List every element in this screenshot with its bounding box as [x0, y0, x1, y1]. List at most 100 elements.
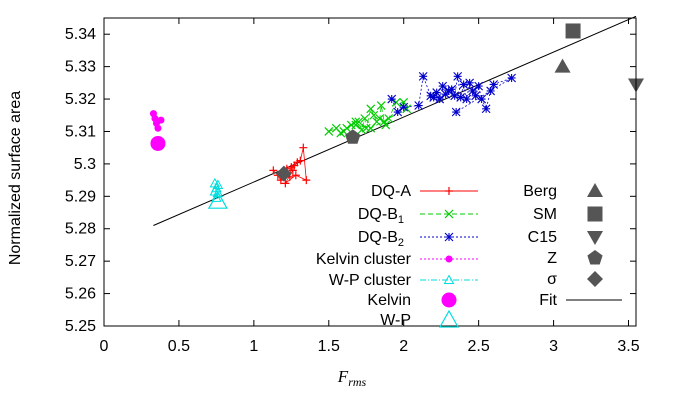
- data-point: [299, 143, 308, 152]
- legend-label: Kelvin: [367, 292, 411, 309]
- series-9: [565, 23, 581, 39]
- x-tick-label: 1: [249, 338, 258, 355]
- data-point: [418, 71, 428, 81]
- data-point: [376, 101, 386, 110]
- data-point: [474, 81, 484, 91]
- data-point: [288, 166, 297, 175]
- x-tick-label: 2.5: [468, 338, 490, 355]
- legend-marker: [445, 255, 453, 263]
- series-5: [209, 177, 224, 202]
- legend-label: Kelvin cluster: [316, 251, 412, 268]
- series-8: [554, 58, 571, 73]
- series-3: [387, 71, 517, 117]
- data-point: [489, 80, 499, 89]
- legend-label-subscript: 2: [398, 237, 404, 249]
- legend-label: DQ-A: [371, 183, 411, 200]
- data-point: [366, 123, 376, 133]
- y-tick-label: 5.27: [65, 253, 96, 270]
- x-tick-label: 2: [399, 338, 408, 355]
- series-line: [391, 74, 512, 113]
- series-6: [150, 135, 166, 151]
- legend-marker: [444, 232, 454, 242]
- data-point: [366, 104, 376, 114]
- data-point: [391, 97, 401, 107]
- data-point: [468, 86, 478, 96]
- fit-line: [153, 15, 637, 226]
- series-12: [275, 165, 292, 182]
- y-tick-label: 5.34: [65, 26, 96, 43]
- fit-line-layer: [153, 15, 637, 226]
- series-layer: [149, 23, 644, 209]
- legend-marker: [438, 309, 460, 328]
- data-point: [342, 123, 352, 133]
- legend-label: SM: [533, 206, 557, 223]
- data-point: [477, 94, 487, 104]
- x-axis-title: Frms: [337, 367, 367, 389]
- data-point: [212, 179, 224, 189]
- legend-label: Fit: [539, 292, 557, 309]
- data-point: [435, 94, 445, 104]
- series-line: [328, 101, 408, 134]
- data-point: [453, 71, 463, 81]
- data-point: [393, 107, 403, 117]
- data-point: [456, 93, 466, 102]
- legend-marker: [441, 292, 457, 308]
- data-point: [211, 192, 222, 202]
- data-point: [444, 86, 454, 96]
- series-4: [149, 110, 165, 132]
- data-point: [381, 120, 391, 130]
- x-axis-title-main: F: [337, 367, 349, 386]
- legend-marker: [587, 183, 603, 197]
- data-point: [554, 58, 571, 73]
- y-tick-label: 5.31: [65, 123, 96, 140]
- y-tick-label: 5.26: [65, 286, 96, 303]
- legend-label: DQ-B2: [358, 229, 404, 249]
- data-point: [429, 93, 439, 102]
- data-point: [209, 185, 221, 196]
- legend-label-subscript: 1: [398, 214, 404, 226]
- y-tick-label: 5.29: [65, 188, 96, 205]
- legend-label: C15: [528, 229, 557, 246]
- x-tick-label: 0.5: [168, 338, 190, 355]
- y-axis-title: Normalized surface area: [7, 91, 24, 265]
- data-point: [369, 110, 379, 120]
- data-point: [432, 88, 442, 97]
- legend-marker: [445, 187, 453, 195]
- series-7: [207, 190, 228, 209]
- data-point: [154, 124, 162, 132]
- data-point: [486, 86, 496, 96]
- x-tick-label: 0: [100, 338, 109, 355]
- legend-marker: [444, 209, 454, 219]
- data-point: [565, 23, 581, 39]
- data-point: [462, 94, 472, 104]
- legend-label: W-P: [380, 312, 411, 329]
- y-tick-label: 5.32: [65, 91, 96, 108]
- data-point: [447, 84, 457, 94]
- legend-marker: [587, 271, 603, 287]
- x-tick-label: 3.5: [617, 338, 639, 355]
- data-point: [507, 73, 517, 83]
- data-point: [291, 171, 300, 180]
- y-tick-label: 5.33: [65, 59, 96, 76]
- x-tick-label: 1.5: [318, 338, 340, 355]
- data-point: [351, 117, 361, 127]
- x-axis-title-sub: rms: [348, 375, 366, 389]
- y-tick-labels: 5.255.265.275.285.295.35.315.325.335.34: [65, 26, 96, 335]
- data-point: [360, 114, 370, 123]
- data-point: [426, 91, 436, 101]
- data-point: [459, 80, 469, 89]
- legend-marker: [587, 206, 603, 222]
- legend-marker: [587, 250, 603, 265]
- data-point: [450, 91, 460, 101]
- y-tick-label: 5.25: [65, 318, 96, 335]
- data-point: [275, 165, 292, 182]
- data-point: [207, 190, 228, 209]
- data-point: [465, 78, 475, 88]
- data-point: [296, 156, 305, 165]
- axis-ticks: [103, 18, 636, 327]
- data-point: [438, 81, 448, 91]
- data-point: [481, 104, 491, 114]
